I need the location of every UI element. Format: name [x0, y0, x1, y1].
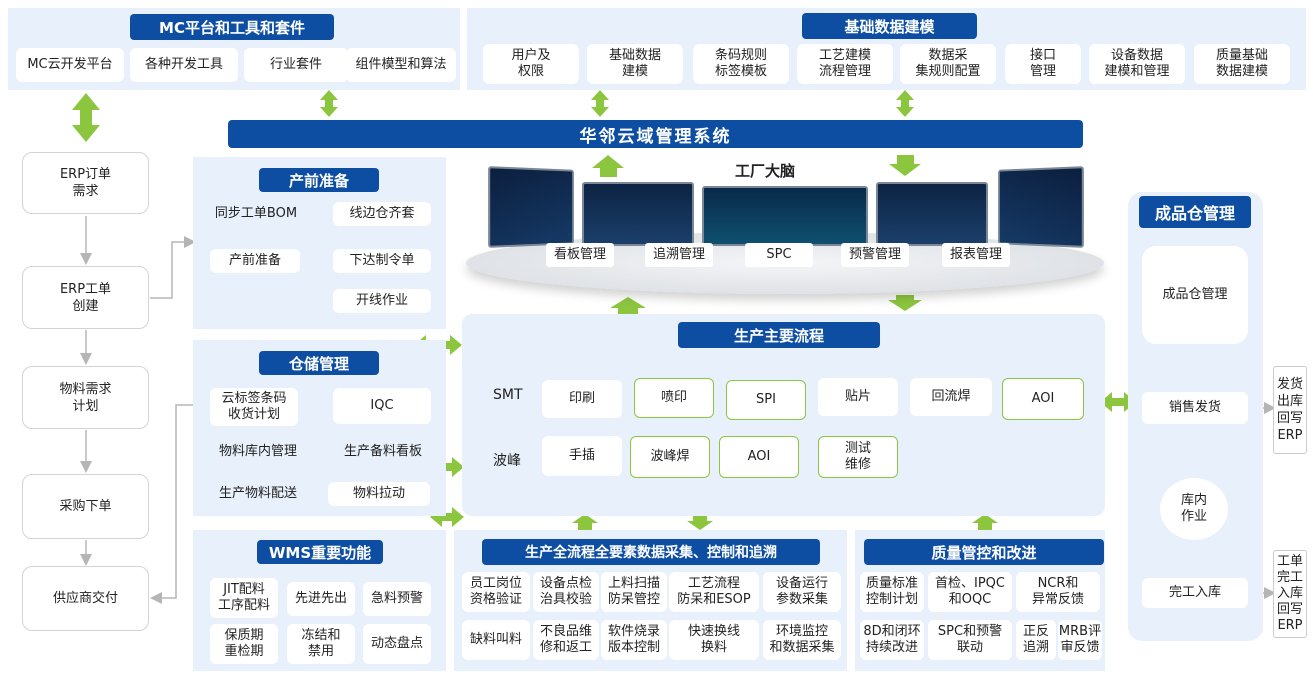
quality-item: 8D和闭环 持续改进: [860, 620, 924, 660]
system-title-bar: 华邻云域管理系统: [228, 120, 1083, 148]
quality-item: 质量标准 控制计划: [860, 572, 924, 612]
wave-step: 测试 维修: [818, 436, 898, 478]
dashboard-screen: [582, 182, 694, 246]
storage-title: 仓储管理: [259, 351, 379, 375]
basic-item: 工艺建模 流程管理: [797, 44, 893, 84]
prep-item: 下达制令单: [333, 249, 431, 273]
fg-completed-storage: 完工入库: [1142, 578, 1248, 608]
prep-item: 开线作业: [333, 289, 431, 313]
quality-item: 首检、IPQC 和OQC: [928, 572, 1012, 612]
dashboard-screen: [702, 186, 868, 246]
dashboard-screen: [876, 182, 988, 246]
tab-trace-mgmt: 追溯管理: [645, 243, 713, 267]
smt-step: 喷印: [634, 378, 714, 418]
storage-item: 物料拉动: [328, 482, 430, 506]
collect-item: 软件烧录 版本控制: [601, 620, 667, 660]
wms-item: 动态盘点: [363, 624, 431, 664]
smt-step: 印刷: [542, 380, 622, 418]
basic-data-title: 基础数据建模: [802, 13, 977, 39]
tab-spc: SPC: [745, 243, 813, 267]
quality-title: 质量管控和改进: [864, 539, 1104, 565]
smt-step: 回流焊: [910, 378, 992, 416]
data-collection-title: 生产全流程全要素数据采集、控制和追溯: [482, 539, 820, 565]
wms-item: 冻结和 禁用: [287, 624, 355, 664]
tab-alert-mgmt: 预警管理: [841, 243, 909, 267]
collect-item: 员工岗位 资格验证: [462, 572, 530, 612]
smt-row-label: SMT: [493, 387, 523, 403]
quality-item: MRB评 审反馈: [1058, 620, 1102, 660]
wms-item: 保质期 重检期: [210, 624, 278, 664]
collect-item: 缺料叫料: [462, 620, 530, 660]
basic-item: 数据采 集规则配置: [900, 44, 996, 84]
main-production-title: 生产主要流程: [678, 322, 880, 348]
storage-item: 云标签条码 收货计划: [210, 388, 298, 426]
dashboard-screen: [998, 166, 1084, 248]
mc-platform-title: MC平台和工具和套件: [130, 14, 334, 40]
storage-item: 生产备料看板: [343, 444, 422, 459]
fg-sales-shipment: 销售发货: [1142, 392, 1248, 424]
prep-item: 同步工单BOM: [214, 206, 298, 221]
basic-item: 基础数据 建模: [587, 44, 683, 84]
basic-item: 接口 管理: [1005, 44, 1081, 84]
wave-step: 手插: [542, 436, 622, 476]
pre-production-panel: 产前准备: [193, 157, 446, 329]
wave-step: AOI: [719, 436, 799, 478]
collect-item: 工艺流程 防呆和ESOP: [669, 572, 759, 612]
wave-step: 波峰焊: [630, 436, 710, 478]
wms-item: 急料预警: [363, 582, 431, 616]
wave-row-label: 波峰: [493, 453, 521, 469]
dev-tools: 各种开发工具: [130, 48, 238, 82]
smt-step: SPI: [726, 380, 806, 420]
dashboard-screen: [488, 166, 574, 248]
wms-item: 先进先出: [287, 582, 355, 616]
storage-item: 生产物料配送: [218, 486, 297, 501]
basic-data-panel: 基础数据建模 用户及 权限 基础数据 建模 条码规则 标签模板 工艺建模 流程管…: [467, 8, 1306, 90]
tab-report-mgmt: 报表管理: [942, 243, 1010, 267]
completion-writeback-erp: 工单 完工 入库 回写 ERP: [1273, 550, 1307, 638]
erp-work-order-create: ERP工单 创建: [22, 266, 149, 329]
factory-brain-title: 工厂大脑: [735, 162, 796, 180]
smt-step: 贴片: [818, 378, 898, 416]
shipment-writeback-erp: 发货 出库 回写 ERP: [1273, 366, 1307, 454]
prep-item: 线边仓齐套: [333, 202, 431, 226]
component-model-algorithm: 组件模型和算法: [346, 48, 456, 82]
storage-item: 物料库内管理: [218, 444, 297, 459]
basic-item: 质量基础 数据建模: [1194, 44, 1290, 84]
fg-warehouse-mgmt: 成品仓管理: [1142, 246, 1248, 344]
quality-item: SPC和预警 联动: [928, 620, 1012, 660]
collect-item: 不良品维 修和返工: [533, 620, 599, 660]
industry-suite: 行业套件: [244, 48, 348, 82]
collect-item: 设备点检 治具校验: [533, 572, 599, 612]
wms-item: JIT配料 工序配料: [210, 578, 278, 618]
quality-item: NCR和 异常反馈: [1016, 572, 1100, 612]
mc-platform-panel: MC平台和工具和套件 MC云开发平台 各种开发工具 行业套件 组件模型和算法: [8, 8, 460, 90]
finished-goods-title: 成品仓管理: [1139, 196, 1251, 228]
collect-item: 快速换线 换料: [669, 620, 759, 660]
wms-title: WMS重要功能: [257, 540, 383, 564]
mc-cloud-dev-platform: MC云开发平台: [16, 48, 124, 82]
quality-item: 正反 追溯: [1016, 620, 1056, 660]
tab-dashboard-mgmt: 看板管理: [546, 243, 614, 267]
fg-in-warehouse-ops: 库内 作业: [1160, 478, 1228, 540]
purchase-order: 采购下单: [22, 474, 149, 539]
collect-item: 设备运行 参数采集: [763, 572, 841, 612]
basic-item: 设备数据 建模和管理: [1089, 44, 1185, 84]
storage-item: IQC: [333, 388, 431, 424]
collect-item: 环境监控 和数据采集: [763, 620, 841, 660]
collect-item: 上料扫描 防呆管控: [601, 572, 667, 612]
material-requirement-plan: 物料需求 计划: [22, 366, 149, 429]
prep-item: 产前准备: [210, 249, 300, 273]
pre-production-title: 产前准备: [259, 168, 379, 192]
erp-order-demand: ERP订单 需求: [22, 152, 149, 214]
smt-step: AOI: [1002, 378, 1084, 420]
basic-item: 条码规则 标签模板: [693, 44, 789, 84]
supplier-delivery: 供应商交付: [22, 566, 149, 631]
basic-item: 用户及 权限: [483, 44, 579, 84]
